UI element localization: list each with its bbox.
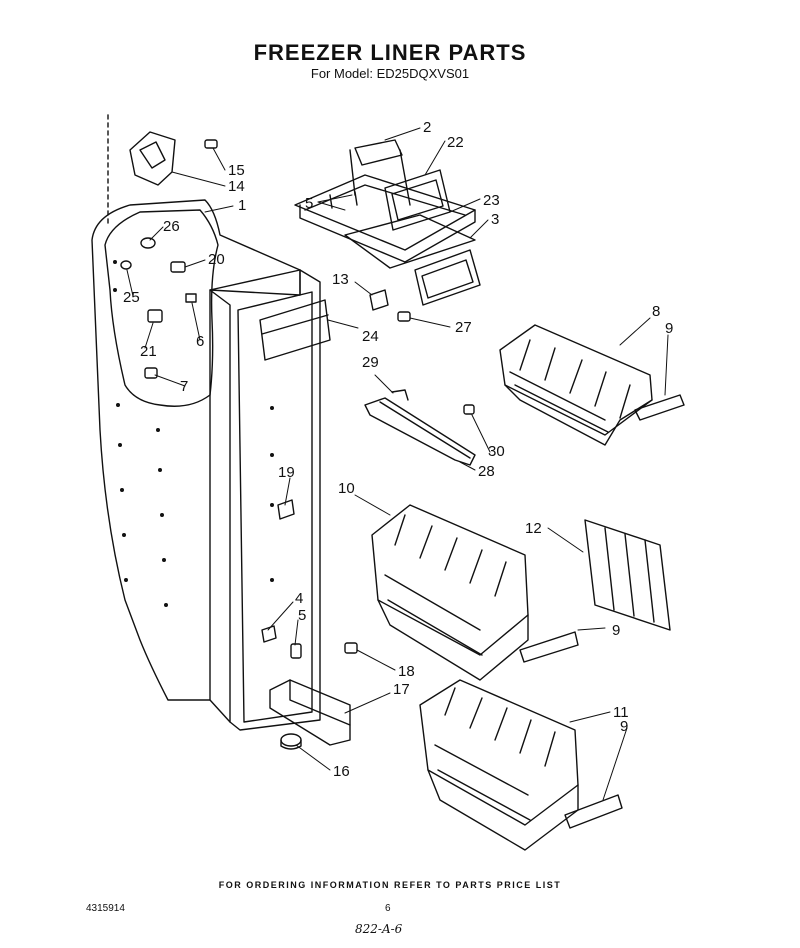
- callout-9-middle: 9: [612, 622, 620, 639]
- callout-4: 4: [295, 590, 303, 607]
- page-title: FREEZER LINER PARTS: [253, 40, 527, 65]
- callout-30: 30: [488, 443, 505, 460]
- callout-21: 21: [140, 343, 157, 360]
- handwritten-note: 822-A-6: [355, 922, 403, 936]
- callout-18: 18: [398, 663, 415, 680]
- callout-17: 17: [393, 681, 410, 698]
- callout-8: 8: [652, 303, 660, 320]
- ordering-note: FOR ORDERING INFORMATION REFER TO PARTS …: [218, 880, 562, 890]
- rail-parts-28-30: [364, 389, 476, 466]
- document-number: 4315914: [86, 903, 125, 914]
- callout-26: 26: [163, 218, 180, 235]
- model-subtitle: For Model: ED25DQXVS01: [310, 66, 470, 81]
- callout-9-lower: 9: [620, 718, 628, 735]
- callout-labels: 1 2 22 5 23 3 15 14 26 20 25 21 6 7 13 2…: [123, 119, 673, 780]
- page-number: 6: [385, 903, 391, 914]
- callout-22: 22: [447, 134, 464, 151]
- callout-14: 14: [228, 178, 245, 195]
- callout-28: 28: [478, 463, 495, 480]
- callout-27: 27: [455, 319, 472, 336]
- callout-10: 10: [338, 480, 355, 497]
- callout-5-lower: 5: [298, 607, 306, 624]
- callout-2: 2: [423, 119, 431, 136]
- hinge-parts-13-27: [369, 289, 411, 322]
- callout-13: 13: [332, 271, 349, 288]
- basket-11-drawing: [419, 679, 623, 851]
- callout-1: 1: [238, 197, 246, 214]
- freezer-liner-drawing: [91, 114, 358, 750]
- callout-12: 12: [525, 520, 542, 537]
- divider-12-drawing: [584, 519, 671, 631]
- callout-5-upper: 5: [305, 195, 313, 212]
- callout-9-upper: 9: [665, 320, 673, 337]
- callout-7: 7: [180, 378, 188, 395]
- callout-24: 24: [362, 328, 379, 345]
- callout-6: 6: [196, 333, 204, 350]
- callout-23: 23: [483, 192, 500, 209]
- callout-15: 15: [228, 162, 245, 179]
- tray-assembly-drawing: [294, 139, 481, 306]
- callout-16: 16: [333, 763, 350, 780]
- callout-3: 3: [491, 211, 499, 228]
- basket-10-drawing: [371, 504, 579, 681]
- basket-8-drawing: [499, 324, 685, 446]
- callout-20: 20: [208, 251, 225, 268]
- callout-19: 19: [278, 464, 295, 481]
- callout-29: 29: [362, 354, 379, 371]
- callout-11: 11: [613, 704, 629, 721]
- leader-lines: [126, 127, 669, 801]
- callout-25: 25: [123, 289, 140, 306]
- bracket-parts-14-15: [129, 131, 218, 186]
